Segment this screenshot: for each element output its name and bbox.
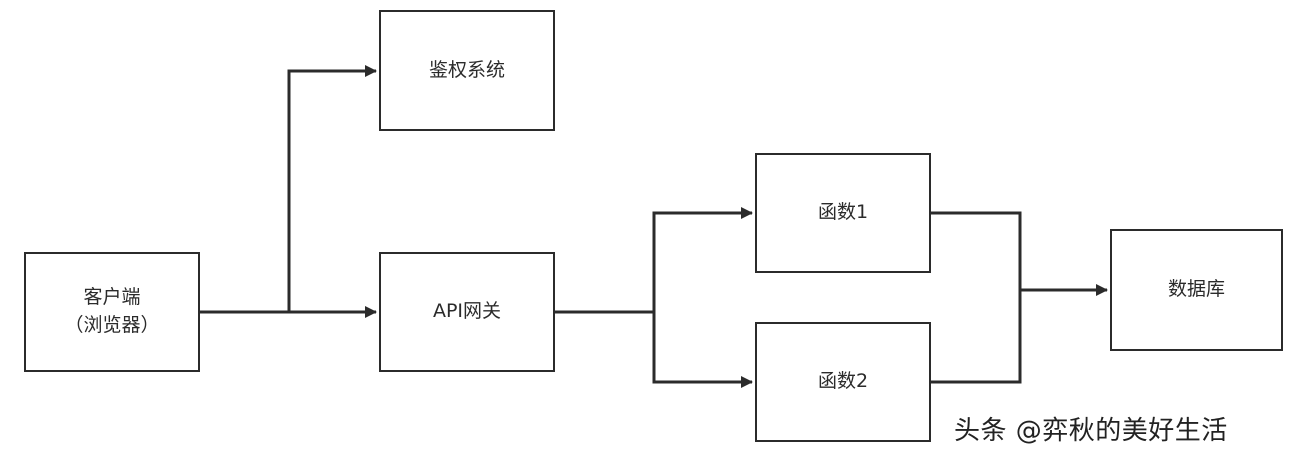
client-label-line2: （浏览器） bbox=[64, 314, 160, 336]
edge-gateway-to-func2 bbox=[652, 312, 753, 388]
database-node: 数据库 bbox=[1110, 229, 1283, 351]
client-label-line1: 客户端 bbox=[83, 286, 141, 309]
database-label: 数据库 bbox=[1167, 278, 1225, 301]
gateway-node: API网关 bbox=[379, 252, 555, 372]
gateway-label: API网关 bbox=[432, 300, 502, 323]
watermark-text: 头条 @弈秋的美好生活 bbox=[954, 416, 1228, 446]
edge-gateway-to-func1 bbox=[555, 207, 753, 314]
func1-node: 函数1 bbox=[755, 153, 931, 273]
func1-label: 函数1 bbox=[817, 201, 869, 224]
auth-node: 鉴权系统 bbox=[379, 10, 555, 131]
func2-node: 函数2 bbox=[755, 322, 931, 442]
auth-label: 鉴权系统 bbox=[428, 58, 505, 81]
func2-label: 函数2 bbox=[817, 370, 869, 393]
edge-func1-to-database bbox=[930, 211, 1022, 384]
edge-client-to-auth bbox=[200, 65, 377, 314]
client-node: 客户端 （浏览器） bbox=[24, 252, 200, 372]
